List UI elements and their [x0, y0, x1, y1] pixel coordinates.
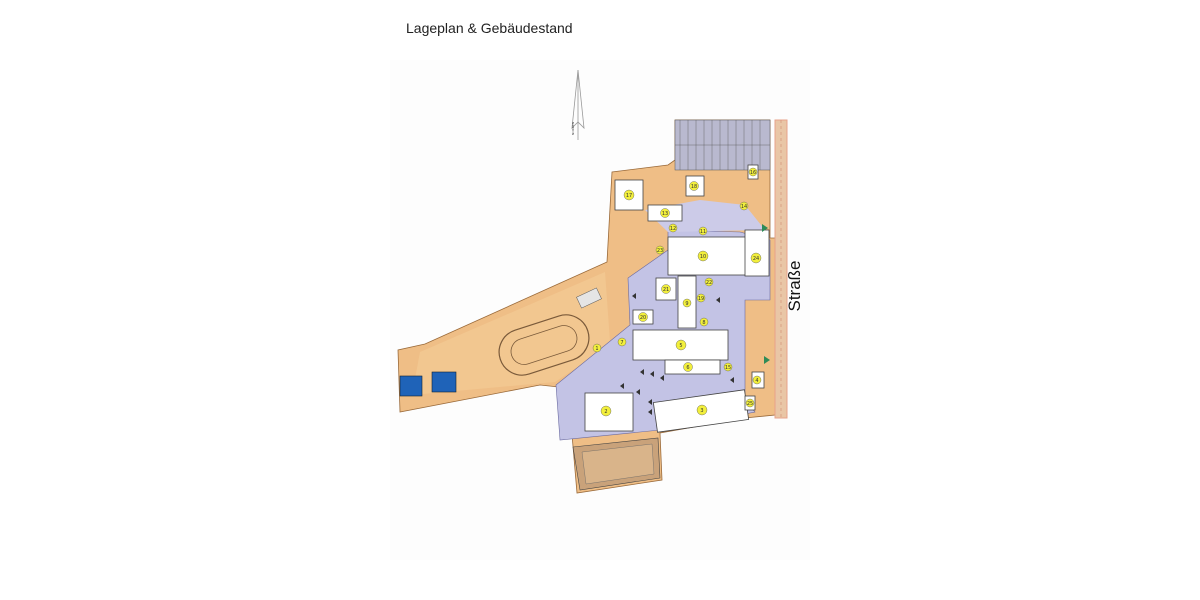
marker-11: 11: [698, 226, 708, 236]
marker-9: 9: [682, 298, 692, 308]
svg-text:7: 7: [620, 340, 623, 346]
water-basin-2: [431, 371, 457, 393]
marker-22: 22: [704, 277, 714, 287]
greenhouse-rows: [576, 287, 602, 309]
svg-text:15: 15: [725, 365, 731, 371]
marker-12: 12: [668, 223, 678, 233]
svg-text:4: 4: [755, 378, 758, 384]
marker-2: 2: [600, 405, 612, 417]
marker-10: 10: [697, 250, 709, 262]
marker-21: 21: [661, 284, 671, 294]
north-arrow-icon: NORDEN: [571, 69, 585, 140]
svg-text:18: 18: [691, 184, 697, 190]
svg-text:23: 23: [657, 248, 663, 254]
building-5: [632, 329, 729, 361]
marker-23: 23: [655, 245, 665, 255]
marker-13: 13: [660, 208, 670, 218]
svg-text:3: 3: [700, 408, 703, 414]
svg-text:14: 14: [741, 204, 747, 210]
svg-text:1: 1: [595, 346, 598, 352]
svg-text:12: 12: [670, 226, 676, 232]
oval-track: [498, 314, 590, 376]
marker-18: 18: [689, 181, 699, 191]
svg-text:2: 2: [604, 409, 607, 415]
street-label: Straße: [785, 260, 804, 312]
svg-text:11: 11: [700, 229, 706, 235]
svg-text:5: 5: [679, 343, 682, 349]
water-basin-1: [399, 375, 423, 397]
svg-text:19: 19: [698, 296, 704, 302]
svg-text:17: 17: [626, 193, 632, 199]
parking-grid: [674, 119, 771, 171]
page-title: Lageplan & Gebäudestand: [406, 20, 573, 36]
svg-text:13: 13: [662, 211, 668, 217]
marker-1: 1: [592, 343, 602, 353]
marker-24: 24: [750, 252, 762, 264]
marker-25: 25: [745, 398, 755, 408]
svg-text:6: 6: [686, 365, 689, 371]
marker-8: 8: [699, 317, 709, 327]
marker-7: 7: [617, 337, 627, 347]
marker-3: 3: [696, 404, 708, 416]
svg-text:8: 8: [702, 320, 705, 326]
marker-20: 20: [638, 312, 648, 322]
svg-text:21: 21: [663, 287, 669, 293]
svg-text:16: 16: [750, 170, 756, 176]
marker-14: 14: [739, 201, 749, 211]
marker-19: 19: [696, 293, 706, 303]
north-label: NORDEN: [571, 122, 575, 135]
marker-15: 15: [723, 362, 733, 372]
marker-5: 5: [675, 339, 687, 351]
svg-text:10: 10: [700, 254, 706, 260]
svg-text:24: 24: [753, 256, 759, 262]
marker-6: 6: [683, 362, 693, 372]
marker-16: 16: [748, 167, 758, 177]
number-markers: 17 18 16 13 14 12 11 10 24 23 22 21 20 1…: [592, 167, 762, 417]
traffic-arrows: [620, 293, 734, 415]
svg-text:20: 20: [640, 315, 646, 321]
svg-text:9: 9: [685, 301, 688, 307]
marker-4: 4: [752, 375, 762, 385]
svg-text:25: 25: [747, 401, 753, 407]
svg-text:22: 22: [706, 280, 712, 286]
marker-17: 17: [623, 189, 635, 201]
entrance-arrows: [762, 224, 770, 364]
